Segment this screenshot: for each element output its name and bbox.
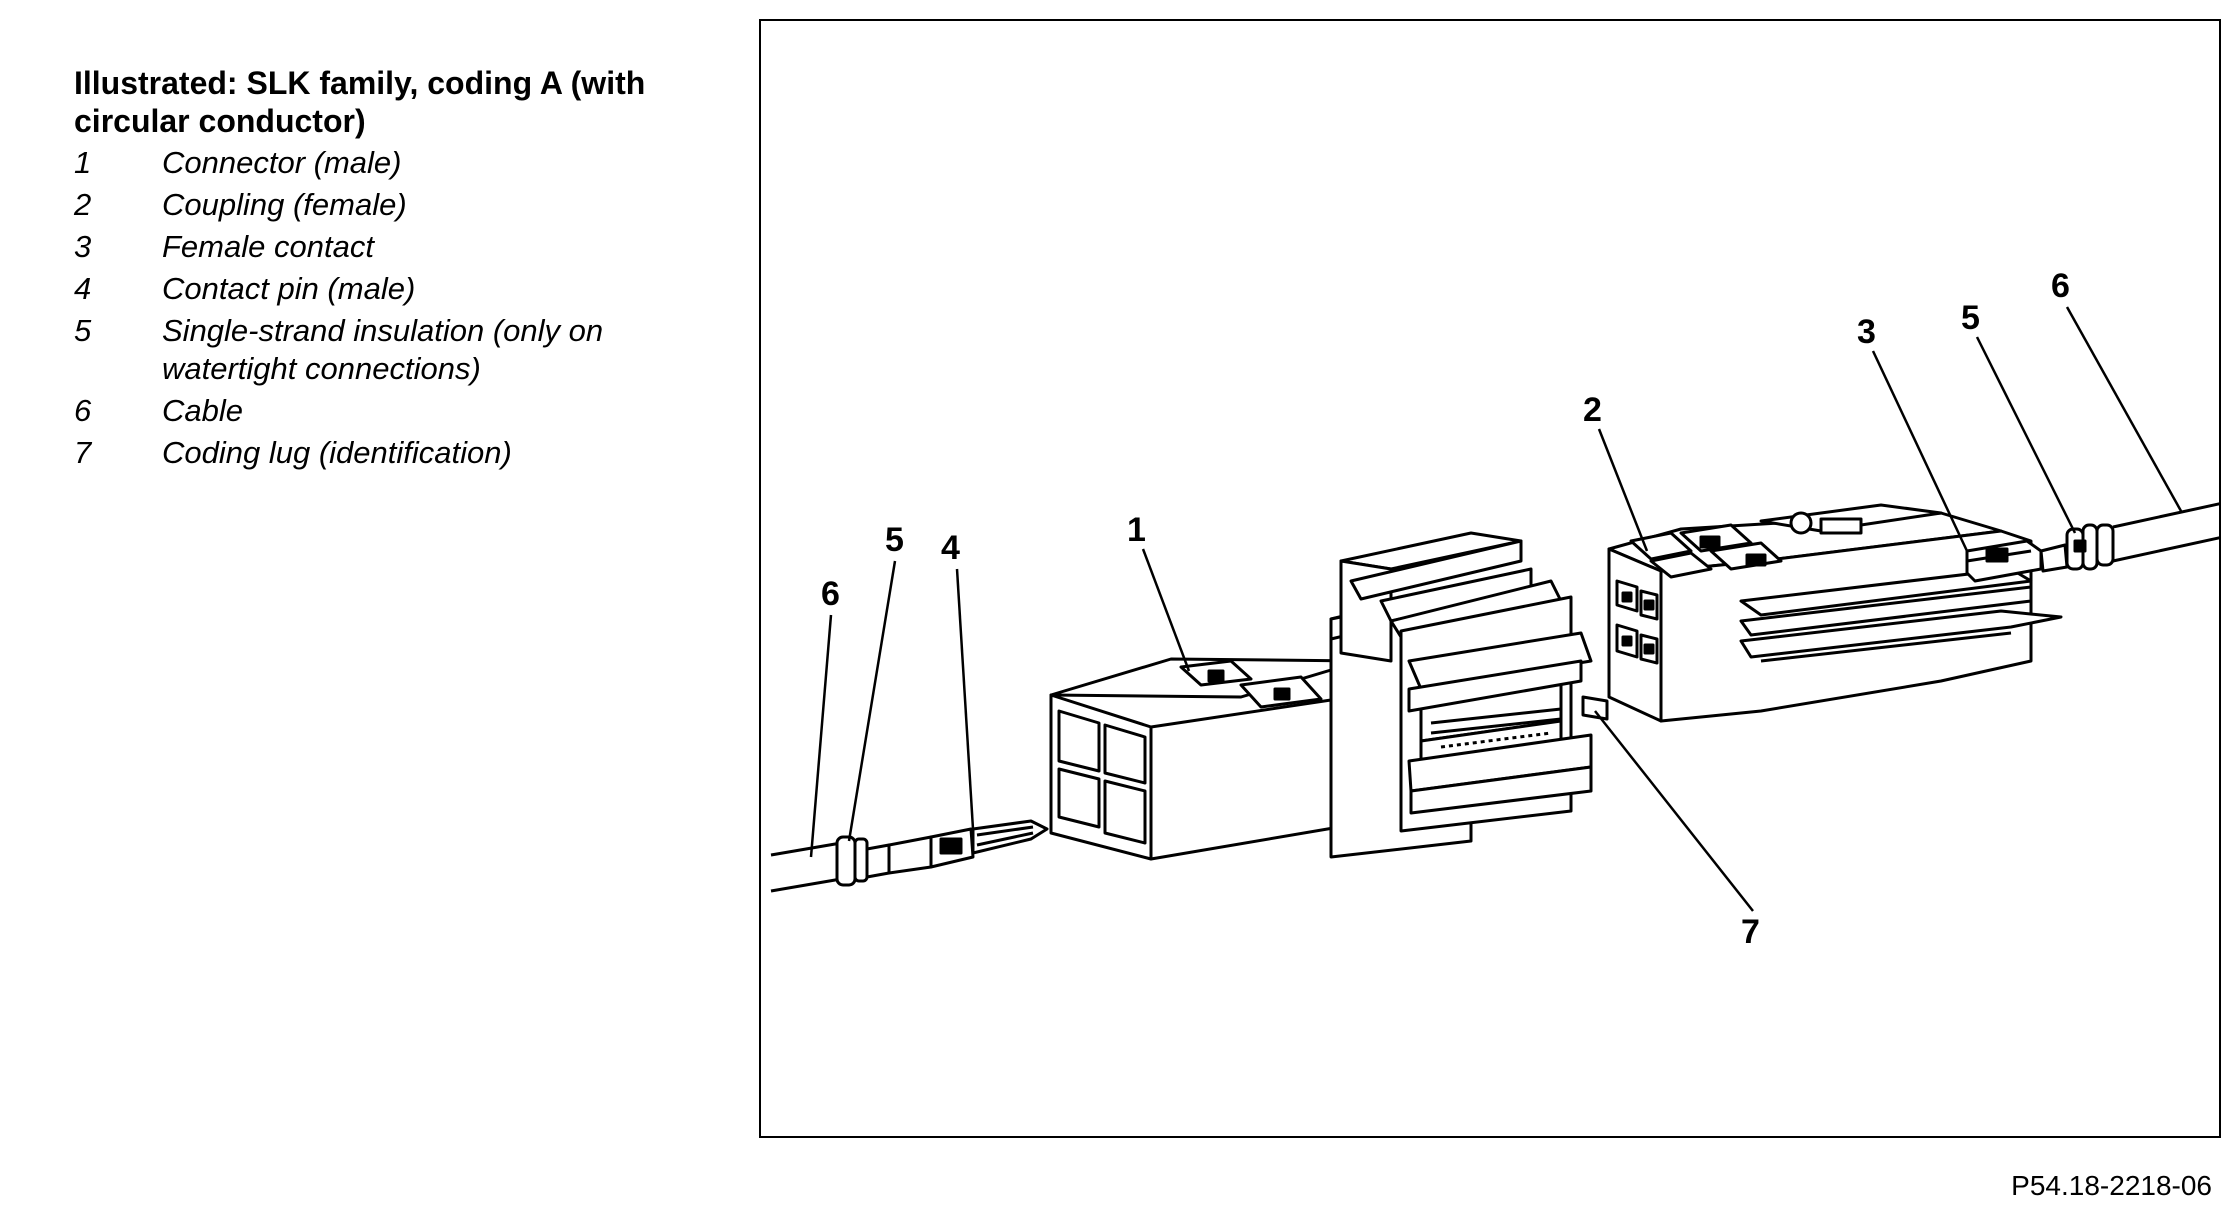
callout-3: 3	[1857, 313, 1876, 351]
legend-item-text: Single-strand insulation (only on watert…	[162, 313, 604, 386]
female-coupling	[1581, 503, 2063, 723]
right-female-contact	[1965, 539, 2043, 583]
legend-item-number: 4	[74, 271, 92, 306]
connector-diagram: 1 2 3 4 5 6 5 6 7	[770, 267, 2219, 951]
legend-item: 2 Coupling (female)	[74, 186, 714, 224]
legend-item: 4 Contact pin (male)	[74, 270, 714, 308]
legend-item-number: 6	[74, 393, 92, 428]
legend-item: 5 Single-strand insulation (only on wate…	[74, 312, 714, 388]
left-seal	[835, 835, 891, 887]
leader-lines	[809, 306, 2183, 912]
legend-item-number: 2	[74, 187, 92, 222]
legend-title: Illustrated: SLK family, coding A (with …	[74, 65, 646, 139]
right-seal	[2039, 523, 2115, 573]
legend-item-text: Coding lug (identification)	[162, 435, 512, 470]
callouts: 1 2 3 4 5 6 5 6 7	[821, 267, 2070, 951]
legend-item-text: Cable	[162, 393, 243, 428]
legend-item-number: 5	[74, 313, 92, 348]
figure-reference-code: P54.18-2218-06	[2011, 1170, 2212, 1201]
legend-item-number: 3	[74, 229, 92, 264]
callout-6: 6	[821, 575, 840, 613]
legend-item: 6 Cable	[74, 392, 714, 430]
legend-item-number: 7	[74, 435, 92, 470]
left-cable	[770, 841, 842, 893]
callout-2: 2	[1583, 391, 1602, 429]
right-cable	[2112, 502, 2219, 563]
callout-4: 4	[941, 529, 960, 567]
legend: Illustrated: SLK family, coding A (with …	[74, 64, 714, 476]
callout-6: 6	[2051, 267, 2070, 305]
callout-5: 5	[885, 521, 904, 559]
legend-item-text: Female contact	[162, 229, 374, 264]
left-contact-pin	[887, 819, 1049, 875]
callout-5: 5	[1961, 299, 1980, 337]
legend-item: 3 Female contact	[74, 228, 714, 266]
legend-item-text: Coupling (female)	[162, 187, 407, 222]
legend-item-text: Connector (male)	[162, 145, 402, 180]
legend-item: 7 Coding lug (identification)	[74, 434, 714, 472]
legend-item-text: Contact pin (male)	[162, 271, 416, 306]
legend-item-number: 1	[74, 145, 92, 180]
callout-7: 7	[1741, 913, 1760, 951]
callout-1: 1	[1127, 511, 1146, 549]
legend-item: 1 Connector (male)	[74, 144, 714, 182]
male-connector	[1049, 531, 1593, 861]
diagram-frame: 1 2 3 4 5 6 5 6 7	[759, 19, 2221, 1138]
